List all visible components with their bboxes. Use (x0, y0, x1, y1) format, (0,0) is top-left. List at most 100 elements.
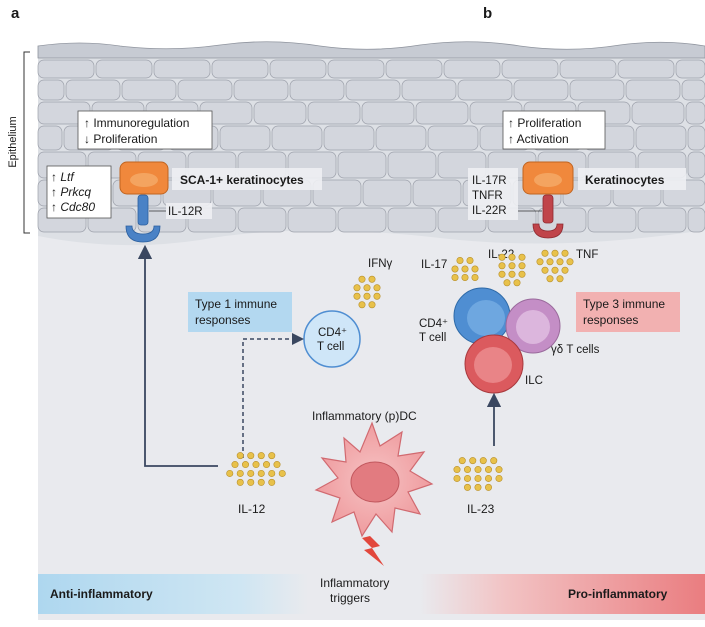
epithelial-cell (412, 179, 462, 207)
gamma-delta-t-cell (505, 298, 561, 354)
svg-text:↑ Ltf: ↑ Ltf (51, 170, 75, 184)
ifng-dot (363, 292, 371, 300)
il12r-label: IL-12R (168, 206, 203, 218)
epithelial-cell (625, 79, 681, 101)
il12r-label-bg (166, 203, 212, 219)
epithelial-cell (559, 59, 617, 79)
epithelial-cell (253, 101, 307, 125)
cd4-t-cell-left (303, 310, 361, 368)
panel-label-a: a (11, 5, 20, 22)
ifng-dot (368, 275, 376, 283)
il17-dot (456, 256, 464, 264)
anti-inflammatory-label: Anti-inflammatory (50, 587, 153, 601)
il22-dot (508, 270, 516, 278)
il12-dot (262, 461, 270, 469)
il23-dot (474, 474, 482, 482)
epithelial-cell (211, 59, 269, 79)
sca1-label-bg (172, 168, 322, 190)
type1-line-1: Type 1 immune (195, 297, 277, 311)
pro-inflammatory-band (420, 574, 705, 614)
ifng-dot (358, 301, 366, 309)
tnf-dot (546, 275, 554, 283)
il23-dot (463, 466, 471, 474)
keratinocytes-label-bg (578, 168, 686, 190)
left-outcome-line-2: ↓ Proliferation (84, 132, 157, 146)
epithelial-cell (345, 79, 401, 101)
keratinocyte-nucleus (534, 173, 562, 187)
epithelial-cell (675, 59, 705, 79)
il23-dot (495, 466, 503, 474)
il17-dot (461, 265, 469, 273)
il23-dot (484, 483, 492, 491)
sca1-nucleus (130, 173, 158, 187)
tnf-dot (541, 249, 549, 257)
right-outcome-box (502, 110, 606, 150)
il12-dot (268, 452, 276, 460)
il12-dot (247, 478, 255, 486)
gene-box (46, 165, 112, 219)
arrow-to-il12r (137, 244, 218, 467)
tnf-dot (551, 266, 559, 274)
epithelial-cell (635, 125, 687, 151)
epithelial-cell (401, 79, 457, 101)
il12-label: IL-12 (238, 502, 266, 516)
epithelial-cell (617, 59, 675, 79)
il12-dot (268, 478, 276, 486)
il23-label: IL-23 (467, 502, 495, 516)
epithelial-cell (457, 79, 513, 101)
il22r-label: IL-22R (472, 205, 507, 217)
ifng-dot (363, 284, 371, 292)
svg-text:↑ Cdc80: ↑ Cdc80 (51, 200, 95, 214)
il23-dot (469, 457, 477, 465)
tnf-dot (556, 275, 564, 283)
epithelial-cell (387, 207, 437, 233)
il17-dot (471, 273, 479, 281)
il22r-receptor (532, 194, 564, 239)
epithelial-cell (65, 79, 121, 101)
il23-dot (479, 457, 487, 465)
il12-dot (252, 461, 260, 469)
il12-dot (257, 469, 265, 477)
il22-dot (498, 262, 506, 270)
keratinocytes-label: Keratinocytes (585, 173, 665, 187)
il12-dot (236, 469, 244, 477)
epithelium-bracket (23, 51, 30, 234)
ifng-dot (358, 275, 366, 283)
type3-line-2: responses (583, 313, 638, 327)
il12-dot (231, 461, 239, 469)
il23-dot (458, 457, 466, 465)
gamma-delta-label: γδ T cells (551, 344, 600, 356)
epithelial-cell (587, 207, 637, 233)
epithelial-cell (415, 101, 469, 125)
epithelial-cell (177, 79, 233, 101)
epithelial-cell (289, 79, 345, 101)
il23-dot (453, 466, 461, 474)
epithelial-cell (385, 59, 443, 79)
cd4-left-line-2: T cell (317, 341, 344, 353)
il12-dot (257, 452, 265, 460)
tnf-dot (546, 258, 554, 266)
inflammatory-dc (314, 421, 434, 538)
il22-dot (518, 253, 526, 261)
il23-dot (463, 483, 471, 491)
il23-dot (484, 466, 492, 474)
epithelial-cell (387, 151, 437, 179)
il17-dot (471, 265, 479, 273)
il12r-receptor (125, 194, 161, 243)
il22-dot (508, 253, 516, 261)
epithelial-cell (95, 59, 153, 79)
il22-dot (508, 262, 516, 270)
tnf-dot (551, 249, 559, 257)
il12-dot (247, 452, 255, 460)
il23-dots (453, 457, 503, 491)
stratum-corneum (37, 41, 705, 59)
il22-dot (518, 262, 526, 270)
epithelial-cell (427, 125, 479, 151)
anti-inflammatory-band (38, 574, 308, 614)
il12-dot (257, 478, 265, 486)
ilc-label: ILC (525, 375, 543, 387)
gene-name: Prkcq (60, 185, 91, 199)
gene-name: Cdc80 (60, 200, 95, 214)
epithelial-cell (685, 101, 705, 125)
